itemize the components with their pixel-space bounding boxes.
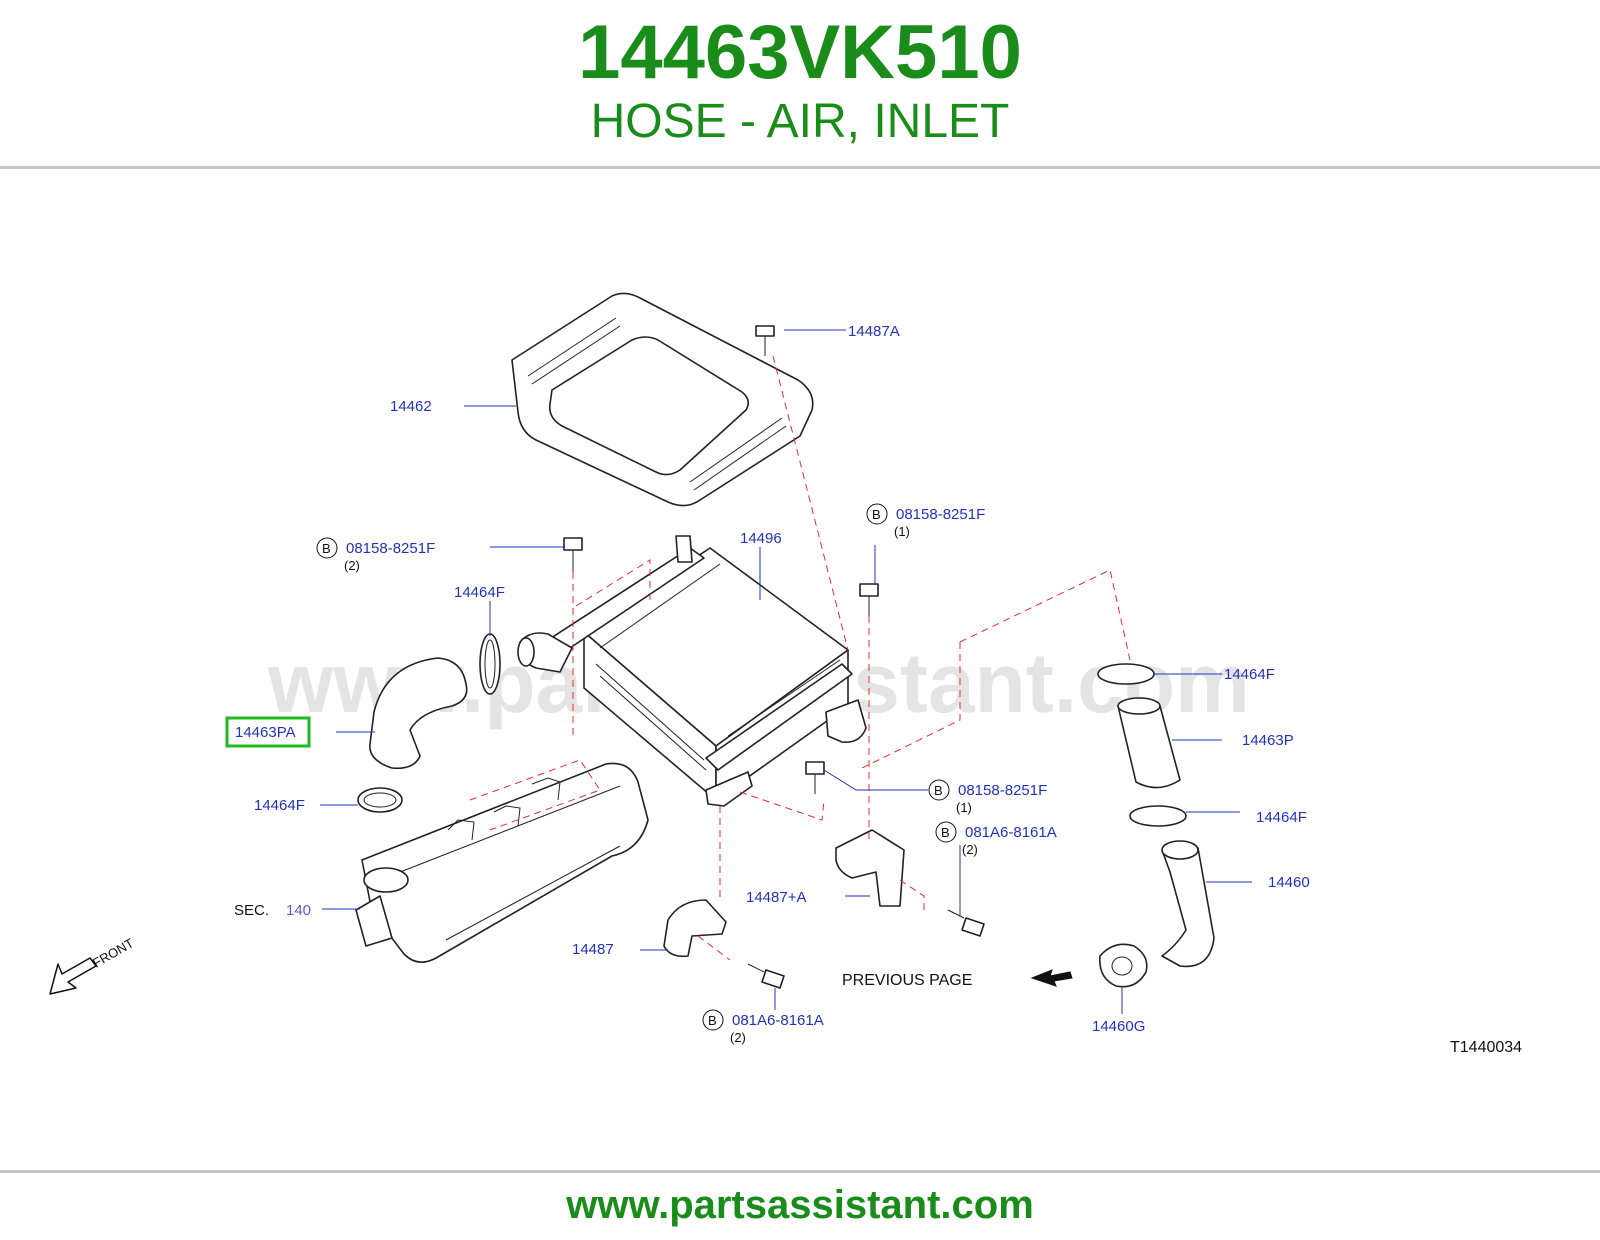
- callout-14462[interactable]: 14462: [390, 398, 432, 415]
- part-14464F-clamp-right-top[interactable]: [1097, 663, 1155, 685]
- callout-08158-left[interactable]: 08158-8251F: [346, 540, 435, 557]
- previous-page-link[interactable]: PREVIOUS PAGE: [842, 972, 972, 989]
- part-14464F-clamp-left-top[interactable]: [479, 633, 501, 695]
- diagram-code: T1440034: [1450, 1039, 1522, 1056]
- bolt-marker-circle: [935, 821, 957, 843]
- footer-divider: [0, 1170, 1600, 1173]
- part-intake-manifold[interactable]: [355, 762, 649, 963]
- part-14463P-hose[interactable]: [1117, 697, 1181, 789]
- page-header: 14463VK510 HOSE - AIR, INLET: [0, 0, 1600, 168]
- bolt-right-081A6[interactable]: [947, 909, 985, 937]
- part-14460-pipe[interactable]: [1161, 840, 1215, 968]
- section-ref-number[interactable]: 140: [286, 902, 311, 919]
- front-arrow-icon: [49, 957, 97, 995]
- bolt-marker-b: B: [708, 1013, 717, 1028]
- bolt-marker-b: B: [941, 825, 950, 840]
- callout-08158-mid-right[interactable]: 08158-8251F: [958, 782, 1047, 799]
- bolt-marker-b: B: [322, 541, 331, 556]
- front-label: FRONT: [90, 935, 136, 970]
- callout-081A6-bottom[interactable]: 081A6-8161A: [732, 1012, 824, 1029]
- callout-14460G[interactable]: 14460G: [1092, 1018, 1145, 1035]
- qty-08158-top-right: (1): [894, 524, 910, 539]
- callout-14463P[interactable]: 14463P: [1242, 732, 1294, 749]
- qty-08158-left: (2): [344, 558, 360, 573]
- parts-diagram: www.partsassistant.com: [49, 292, 1522, 1056]
- callout-081A6-right[interactable]: 081A6-8161A: [965, 824, 1057, 841]
- bolt-top-right-08158[interactable]: [859, 583, 879, 616]
- bolt-left-08158[interactable]: [563, 537, 583, 572]
- bolt-marker-circle: [866, 503, 888, 525]
- callout-14496[interactable]: 14496: [740, 530, 782, 547]
- previous-page-arrow-icon[interactable]: [1030, 969, 1073, 987]
- bolt-marker-circle: [928, 779, 950, 801]
- qty-081A6-bottom: (2): [730, 1030, 746, 1045]
- bolt-top-14487A[interactable]: [755, 325, 775, 356]
- part-14464F-clamp-right-bottom[interactable]: [1129, 805, 1187, 827]
- footer-website-link[interactable]: www.partsassistant.com: [566, 1183, 1034, 1227]
- bolt-marker-circle: [702, 1009, 724, 1031]
- bolt-marker-b: B: [872, 507, 881, 522]
- callout-14464F-left-bottom[interactable]: 14464F: [254, 797, 305, 814]
- selected-part-highlight: [225, 716, 311, 748]
- part-14462-cover[interactable]: [511, 292, 814, 507]
- qty-08158-mid-right: (1): [956, 800, 972, 815]
- callout-14464F-right-top[interactable]: 14464F: [1224, 666, 1275, 683]
- qty-081A6-right: (2): [962, 842, 978, 857]
- bolt-marker-b: B: [934, 783, 943, 798]
- part-description: HOSE - AIR, INLET: [590, 95, 1010, 148]
- header-divider: [0, 166, 1600, 169]
- callout-14487A[interactable]: 14487A: [848, 323, 900, 340]
- callout-08158-top-right[interactable]: 08158-8251F: [896, 506, 985, 523]
- callout-14464F-right-bottom[interactable]: 14464F: [1256, 809, 1307, 826]
- part-14464F-clamp-left-bottom[interactable]: [357, 787, 403, 813]
- callout-14487[interactable]: 14487: [572, 941, 614, 958]
- part-14487-bracket[interactable]: [663, 899, 727, 958]
- bolt-marker-circle: [316, 537, 338, 559]
- part-14460G-gasket[interactable]: [1099, 943, 1148, 988]
- callout-14463PA[interactable]: 14463PA: [235, 724, 296, 741]
- bolt-mid-08158[interactable]: [805, 761, 825, 794]
- callout-14460[interactable]: 14460: [1268, 874, 1310, 891]
- section-ref-prefix: SEC.: [234, 902, 269, 919]
- callout-14487plusA[interactable]: 14487+A: [746, 889, 806, 906]
- part-14487plusA-bracket[interactable]: [835, 829, 905, 907]
- part-number-title: 14463VK510: [578, 10, 1022, 95]
- part-14463PA-hose[interactable]: [369, 657, 468, 770]
- bolt-bottom-081A6[interactable]: [747, 963, 785, 989]
- callout-14464F-left-top[interactable]: 14464F: [454, 584, 505, 601]
